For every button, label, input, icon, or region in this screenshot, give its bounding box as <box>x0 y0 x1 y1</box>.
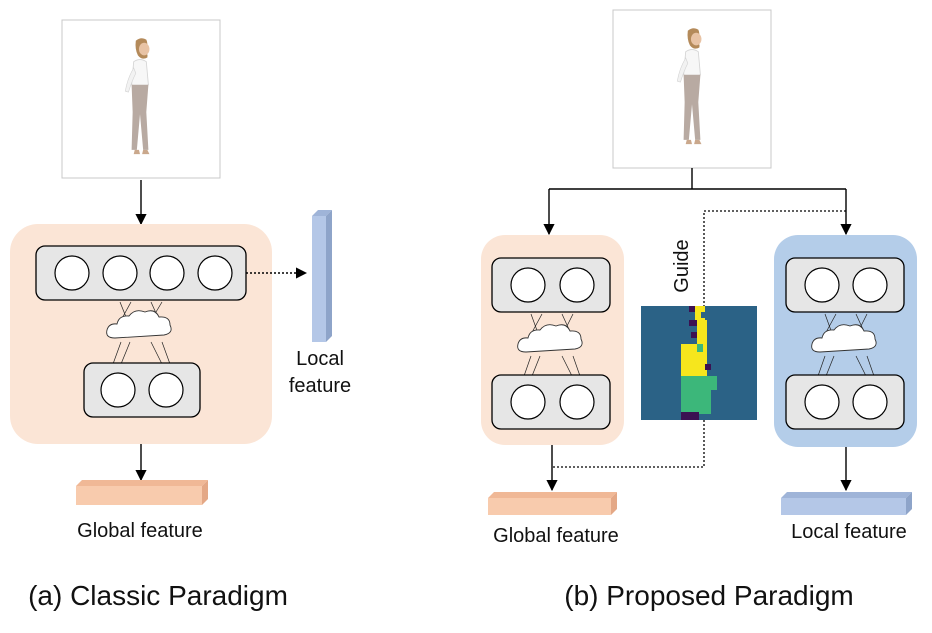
global-feature-label-b: Global feature <box>493 525 619 547</box>
local-feature-label-a-line1: Local <box>296 348 344 370</box>
heatmap-icon <box>641 306 757 420</box>
caption-a: (a) Classic Paradigm <box>28 580 288 611</box>
neuron-icon <box>804 267 840 303</box>
neuron-icon <box>852 384 888 420</box>
neuron-icon <box>148 372 184 408</box>
dotted-guide-path <box>552 210 846 468</box>
neuron-icon <box>197 255 233 291</box>
neuron-icon <box>852 267 888 303</box>
neuron-icon <box>149 255 185 291</box>
guide-label: Guide <box>671 239 693 292</box>
local-feature-label-a-line2: feature <box>289 375 351 397</box>
split-arrows-b <box>543 168 852 236</box>
global-feature-bar-a <box>76 480 208 505</box>
neuron-icon <box>559 267 595 303</box>
global-feature-label-a: Global feature <box>77 520 203 542</box>
local-feature-bar-b <box>781 492 912 515</box>
neuron-icon <box>100 372 136 408</box>
panel-a: Local feature Global feature (a) Classic… <box>10 19 351 611</box>
local-feature-bar-a <box>312 210 332 342</box>
neuron-icon <box>510 384 546 420</box>
neuron-icon <box>510 267 546 303</box>
connections-b-local <box>817 313 875 377</box>
neuron-icon <box>804 384 840 420</box>
local-feature-label-b: Local feature <box>791 521 907 543</box>
caption-b: (b) Proposed Paradigm <box>564 580 853 611</box>
neuron-icon <box>102 255 138 291</box>
panel-b: Guide Global feature Local feature (b) P… <box>481 9 917 611</box>
neuron-icon <box>559 384 595 420</box>
neuron-icon <box>54 255 90 291</box>
global-feature-bar-b <box>488 492 617 515</box>
